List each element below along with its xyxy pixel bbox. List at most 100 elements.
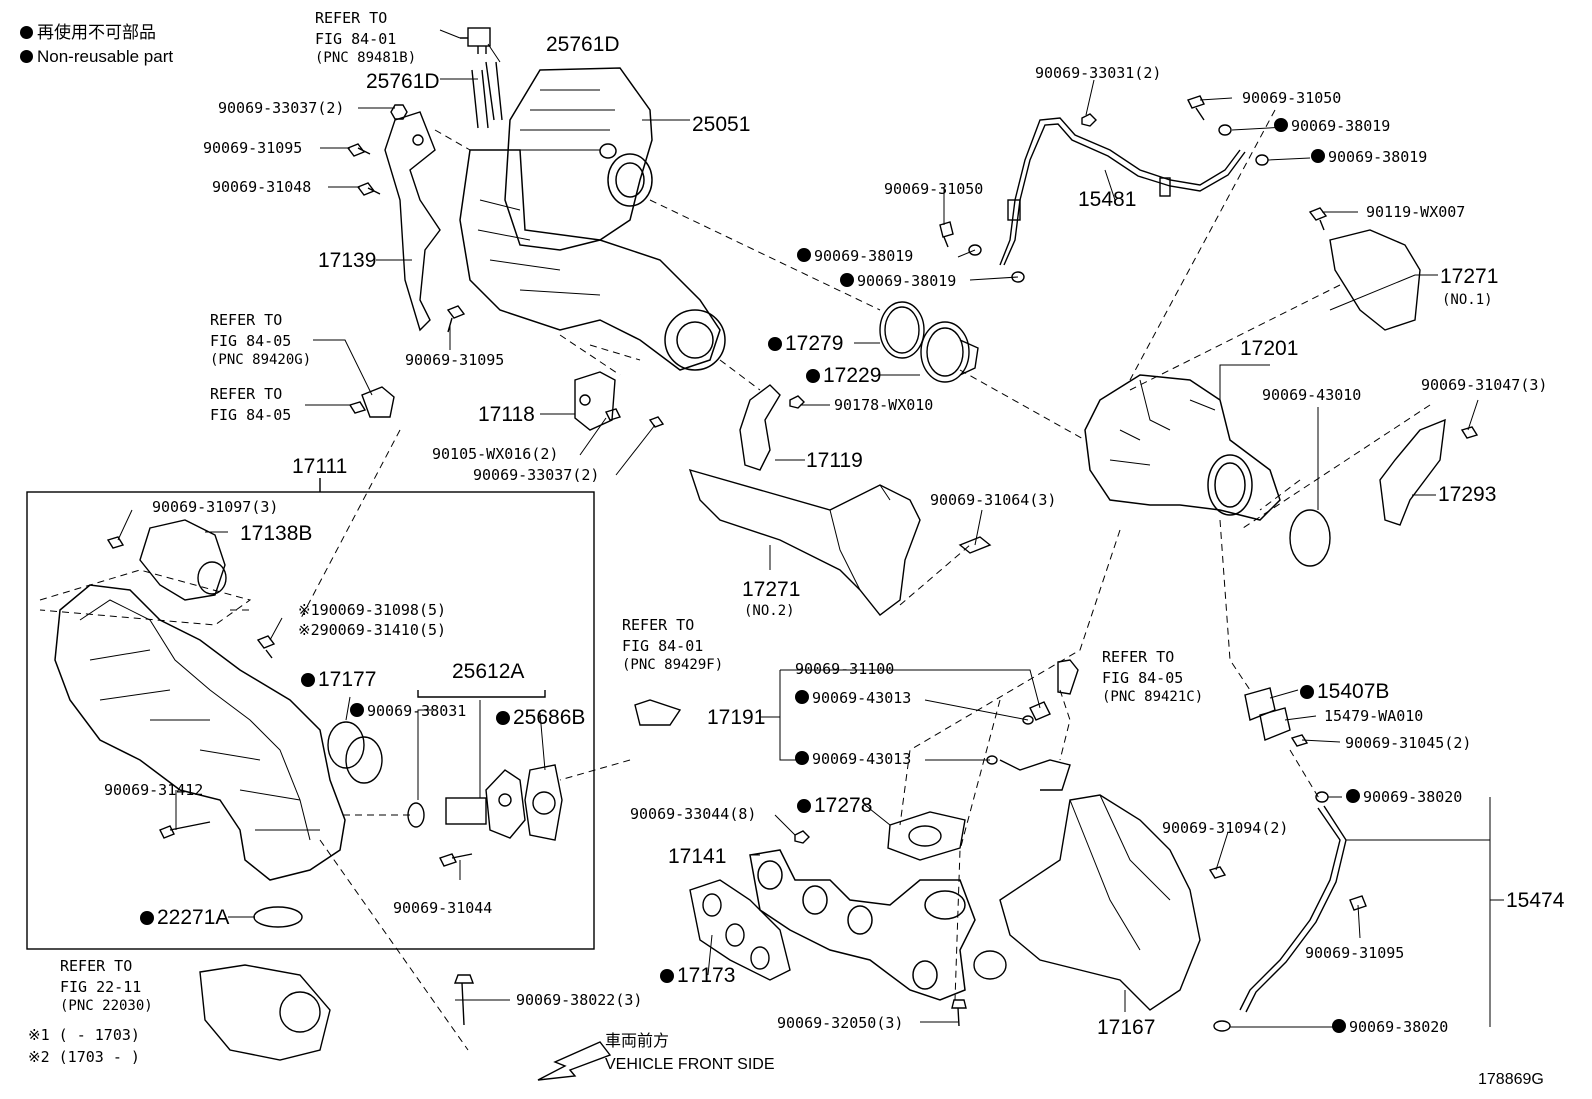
dashed-lines — [39, 109, 1431, 1051]
part-90069-43013-a[interactable]: 90069-43013 — [795, 690, 911, 707]
part-90069-31048[interactable]: 90069-31048 — [212, 178, 312, 196]
part-90069-38019-a[interactable]: 90069-38019 — [1274, 118, 1390, 135]
part-17139[interactable]: 17139 — [318, 249, 377, 272]
oil-pipe-15474 — [1239, 807, 1341, 1011]
part-25051[interactable]: 25051 — [692, 113, 751, 136]
ref-line: FIG 22-11 — [60, 978, 142, 996]
part-15479-WA010[interactable]: 15479-WA010 — [1324, 707, 1424, 725]
ref-line: REFER TO — [210, 385, 283, 403]
bracket-17139 — [384, 111, 441, 332]
sensor-ref-84-05-b — [1057, 659, 1079, 695]
part-17191[interactable]: 17191 — [707, 706, 766, 729]
part-90069-31050-b[interactable]: 90069-31050 — [884, 180, 984, 198]
part-90069-31047[interactable]: 90069-31047(3) — [1421, 376, 1548, 394]
sensor-connector-top — [460, 27, 491, 54]
part-17271-no1-sub: (NO.1) — [1442, 292, 1493, 308]
part-17293[interactable]: 17293 — [1438, 483, 1497, 506]
part-90069-33044[interactable]: 90069-33044(8) — [630, 805, 757, 823]
ref-line: FIG 84-01 — [315, 30, 397, 48]
part-90069-33031[interactable]: 90069-33031(2) — [1035, 64, 1162, 82]
gasket-17278-hole — [908, 825, 942, 847]
part-90069-38031[interactable]: 90069-38031 — [350, 703, 466, 720]
ref-line: REFER TO — [210, 311, 283, 329]
gasket-17177-b — [345, 736, 383, 784]
part-25612A[interactable]: 25612A — [452, 660, 525, 683]
part-90069-31098[interactable]: ※190069-31098(5) — [298, 601, 447, 619]
figure-id: 178869G — [1478, 1071, 1544, 1088]
part-90069-31100[interactable]: 90069-31100 — [795, 660, 895, 678]
part-90069-31044[interactable]: 90069-31044 — [393, 899, 493, 917]
part-90069-31412[interactable]: 90069-31412 — [104, 781, 204, 799]
direction-en: VEHICLE FRONT SIDE — [605, 1056, 775, 1073]
sensor-ref-84-01 — [634, 699, 682, 726]
part-15474[interactable]: 15474 — [1506, 889, 1565, 912]
ref-line: REFER TO — [60, 957, 133, 975]
part-17173[interactable]: 17173 — [660, 964, 735, 987]
part-25761D-b[interactable]: 25761D — [366, 70, 440, 93]
part-90069-31097[interactable]: 90069-31097(3) — [152, 498, 279, 516]
gasket-25686B — [524, 764, 563, 841]
part-17167[interactable]: 17167 — [1097, 1016, 1156, 1039]
insulator-17271-no2 — [688, 468, 921, 616]
part-90069-33037-a[interactable]: 90069-33037(2) — [218, 99, 345, 117]
ref-fig-84-01-top: REFER TO FIG 84-01 (PNC 89481B) — [315, 8, 416, 66]
non-reusable-dot-icon — [20, 26, 33, 39]
part-90069-31064[interactable]: 90069-31064(3) — [930, 491, 1057, 509]
bolts-left — [346, 104, 466, 333]
part-90069-38019-d[interactable]: 90069-38019 — [840, 273, 956, 290]
part-17229[interactable]: 17229 — [806, 364, 881, 387]
part-90069-38022[interactable]: 90069-38022(3) — [516, 991, 643, 1009]
part-90119-WX007[interactable]: 90119-WX007 — [1366, 203, 1466, 221]
part-17119[interactable]: 17119 — [806, 449, 863, 472]
part-25686B[interactable]: 25686B — [496, 706, 585, 729]
part-15481[interactable]: 15481 — [1078, 188, 1137, 211]
adapter-outlet — [197, 561, 227, 595]
part-90105-WX016[interactable]: 90105-WX016(2) — [432, 445, 559, 463]
part-15407B[interactable]: 15407B — [1300, 680, 1389, 703]
insulator-lines — [1069, 794, 1171, 951]
part-90069-38020-a[interactable]: 90069-38020 — [1346, 789, 1462, 806]
insulator-25761D — [471, 61, 503, 129]
part-90069-31094[interactable]: 90069-31094(2) — [1162, 819, 1289, 837]
ref-fig-84-05-c: REFER TO FIG 84-05 (PNC 89421C) — [1102, 647, 1203, 705]
part-90069-31095-b[interactable]: 90069-31095 — [405, 351, 505, 369]
bolt — [1460, 426, 1479, 439]
part-90069-43013-b[interactable]: 90069-43013 — [795, 751, 911, 768]
pipe-fitting — [1007, 199, 1021, 221]
part-90069-43010[interactable]: 90069-43010 — [1262, 386, 1362, 404]
bolt — [939, 221, 954, 248]
part-90069-38019-b[interactable]: 90069-38019 — [1311, 149, 1427, 166]
part-17138B[interactable]: 17138B — [240, 522, 313, 545]
insulator-17271-no1 — [1329, 229, 1421, 331]
part-90178-WX010[interactable]: 90178-WX010 — [834, 396, 934, 414]
ref-line: REFER TO — [622, 616, 695, 634]
part-22271A[interactable]: 22271A — [140, 906, 229, 929]
part-90069-33037-b[interactable]: 90069-33037(2) — [473, 466, 600, 484]
gasket-17173 — [689, 879, 791, 981]
ref-line: (PNC 89429F) — [622, 657, 724, 673]
part-17271-no2[interactable]: 17271 — [742, 578, 801, 601]
part-17279[interactable]: 17279 — [768, 332, 843, 355]
bolt — [348, 401, 367, 414]
part-90069-31050-a[interactable]: 90069-31050 — [1242, 89, 1342, 107]
ref-line: (PNC 22030) — [60, 998, 153, 1014]
part-17278[interactable]: 17278 — [797, 794, 872, 817]
part-25761D-a[interactable]: 25761D — [546, 33, 620, 56]
part-17111[interactable]: 17111 — [292, 455, 348, 478]
part-17118[interactable]: 17118 — [478, 403, 535, 426]
ref-line: REFER TO — [315, 9, 388, 27]
part-17141[interactable]: 17141 — [668, 845, 727, 868]
part-90069-38019-c[interactable]: 90069-38019 — [797, 248, 913, 265]
washer — [1255, 154, 1269, 166]
part-17271-no1[interactable]: 17271 — [1440, 265, 1499, 288]
part-90069-32050[interactable]: 90069-32050(3) — [777, 1014, 904, 1032]
o-ring-90069-38031 — [407, 802, 425, 828]
part-90069-38020-b[interactable]: 90069-38020 — [1332, 1019, 1448, 1036]
part-90069-31410[interactable]: ※290069-31410(5) — [298, 621, 447, 639]
part-17201[interactable]: 17201 — [1240, 337, 1299, 360]
part-90069-31045[interactable]: 90069-31045(2) — [1345, 734, 1472, 752]
part-90069-31095-c[interactable]: 90069-31095 — [1305, 944, 1405, 962]
part-17177[interactable]: 17177 — [301, 668, 376, 691]
part-90069-31095-a[interactable]: 90069-31095 — [203, 139, 303, 157]
